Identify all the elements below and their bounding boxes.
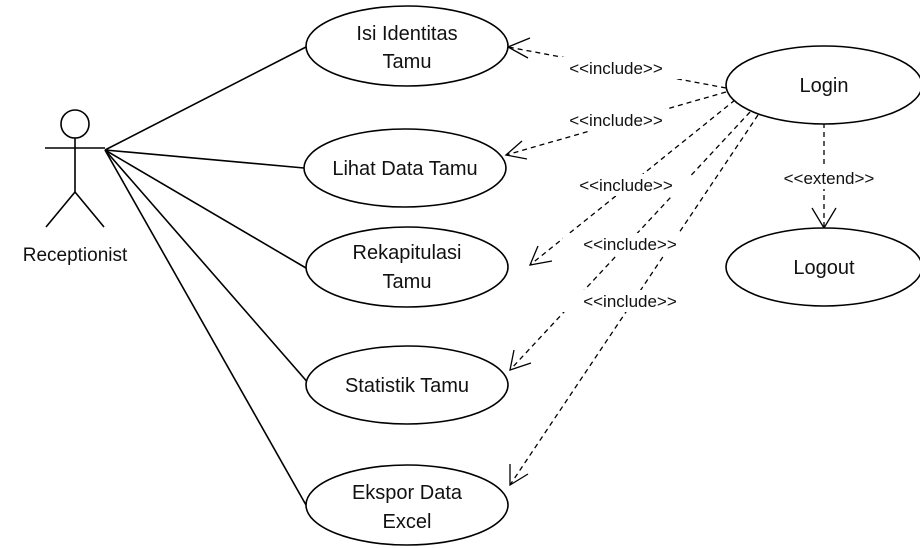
use-case-label-line2: Excel [383,511,432,533]
use-case-ellipse [725,45,920,125]
association-statistik [104,149,311,386]
associations [104,46,311,506]
use-case-label-line1: Isi Identitas [356,23,457,45]
include-line-statistik [509,111,751,371]
include-line-ekspor [509,114,759,486]
association-rekapitulasi [104,149,307,269]
include-label-4: <<include>> [583,235,677,254]
extend-label: <<extend>> [784,169,875,188]
use-case-label-line1: Logout [793,257,855,279]
use-case-ellipse [305,345,509,425]
actor-label: Receptionist [23,245,128,266]
use-case-ellipse [305,5,509,87]
actor-left-leg [45,191,76,228]
use-case-label-line2: Tamu [383,271,432,293]
use-case-ellipse [305,464,509,546]
actor-right-leg [74,191,105,228]
use-case-label-line1: Lihat Data Tamu [332,158,477,180]
include-label-5: <<include>> [583,292,677,311]
include-arrowhead-statistik [509,349,532,371]
use-case-lihat-data-tamu: Lihat Data Tamu [303,128,507,208]
use-case-label-line1: Ekspor Data [352,482,463,504]
use-case-login: Login [725,45,920,125]
association-isi-identitas [104,46,307,151]
relation-labels: <<include>> <<include>> <<include>> <<in… [549,57,892,312]
association-ekspor [104,149,307,506]
use-case-rekapitulasi-tamu: Rekapitulasi Tamu [305,226,509,308]
use-case-ellipse [725,227,920,307]
use-case-ekspor-data-excel: Ekspor Data Excel [305,464,509,546]
include-label-2: <<include>> [569,111,663,130]
use-case-label-line1: Statistik Tamu [345,375,469,397]
include-arrowhead-lihat-data [504,140,528,160]
use-case-ellipse [305,226,509,308]
use-case-statistik-tamu: Statistik Tamu [305,345,509,425]
use-case-logout: Logout [725,227,920,307]
use-case-label-line2: Tamu [383,51,432,73]
include-line-lihat-data [505,91,727,156]
use-case-ellipse [303,128,507,208]
include-arrowhead-rekapitulasi [528,245,553,266]
use-case-label-line1: Login [800,75,849,97]
include-label-1: <<include>> [569,59,663,78]
include-label-3: <<include>> [579,176,673,195]
actor-receptionist: Receptionist [23,109,128,266]
actor-head [60,109,90,139]
include-arrowhead-ekspor [509,464,529,487]
use-case-label-line1: Rekapitulasi [353,242,462,264]
use-case-isi-identitas: Isi Identitas Tamu [305,5,509,87]
association-lihat-data [104,149,305,169]
